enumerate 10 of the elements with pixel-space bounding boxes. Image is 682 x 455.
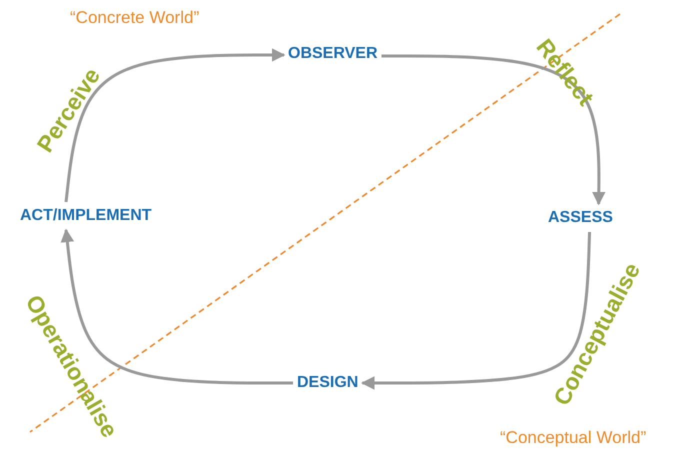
stage-label: OBSERVER <box>288 44 378 64</box>
arrow <box>361 232 592 390</box>
stage-label: ACT/IMPLEMENT <box>20 206 152 226</box>
arrow <box>382 54 606 206</box>
arrow <box>60 228 293 384</box>
region-label: “Concrete World” <box>70 8 200 28</box>
region-label: “Conceptual World” <box>500 428 646 448</box>
stage-label: DESIGN <box>297 373 358 393</box>
stage-label: ASSESS <box>548 208 613 228</box>
arrow <box>64 48 286 202</box>
